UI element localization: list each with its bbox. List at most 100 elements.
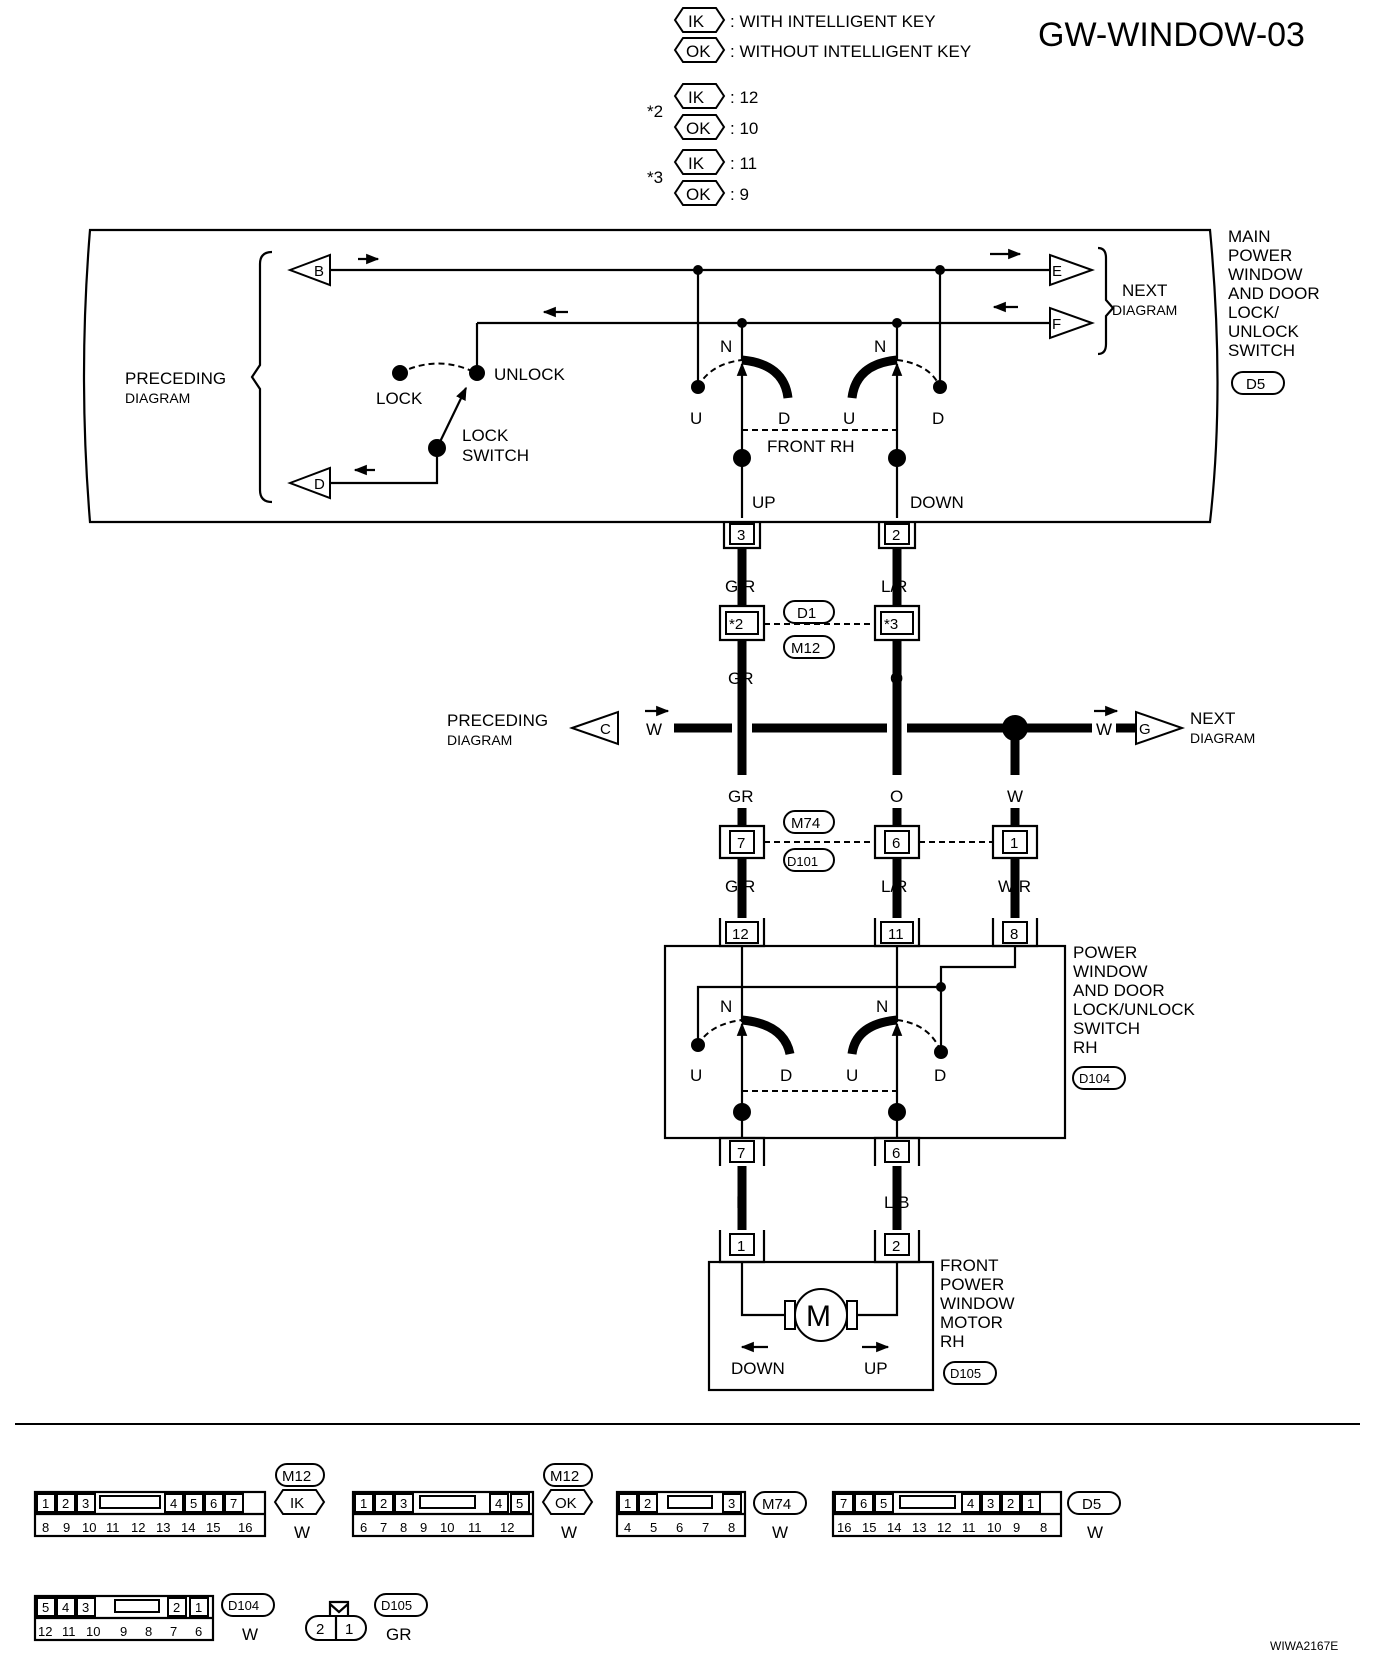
svg-text:D: D (780, 1066, 792, 1085)
svg-text:1: 1 (345, 1621, 353, 1638)
junction-d1-m12: *2 *3 D1 M12 (718, 600, 921, 659)
svg-text:2: 2 (316, 1621, 324, 1638)
svg-text:IK: IK (688, 88, 705, 107)
svg-text:LOCK: LOCK (462, 426, 509, 445)
svg-text:4: 4 (170, 1496, 177, 1511)
svg-text:N: N (874, 337, 886, 356)
svg-text:5: 5 (880, 1496, 887, 1511)
svg-text:OK: OK (686, 42, 711, 61)
main-preceding-label: PRECEDING DIAGRAM (125, 369, 226, 406)
flag-d: D (287, 466, 331, 500)
svg-text:MAIN: MAIN (1228, 227, 1271, 246)
svg-text:W: W (1087, 1523, 1103, 1542)
svg-text:RH: RH (940, 1332, 965, 1351)
svg-text:NEXT: NEXT (1190, 709, 1235, 728)
svg-text:7: 7 (737, 835, 745, 852)
svg-text:W: W (772, 1523, 788, 1542)
svg-text:W: W (294, 1523, 310, 1542)
legend-ik-tag: IK (673, 7, 726, 33)
svg-text:3: 3 (987, 1496, 994, 1511)
svg-text:9: 9 (1013, 1520, 1020, 1535)
svg-text:10: 10 (987, 1520, 1001, 1535)
svg-text:2: 2 (892, 1238, 900, 1255)
motor-pin-2: 2 (873, 1230, 921, 1264)
svg-text:D5: D5 (1246, 376, 1265, 393)
svg-text:N: N (720, 337, 732, 356)
wire-gr-top: G/R (725, 577, 755, 596)
svg-text:3: 3 (400, 1496, 407, 1511)
svg-text:OK: OK (686, 185, 711, 204)
svg-text:DIAGRAM: DIAGRAM (125, 390, 190, 406)
svg-text:AND DOOR: AND DOOR (1073, 981, 1165, 1000)
wire-lb: L/B (884, 1193, 910, 1212)
svg-text:11: 11 (62, 1624, 76, 1639)
main-switch-name: MAIN POWER WINDOW AND DOOR LOCK/ UNLOCK … (1228, 227, 1320, 360)
svg-text:D1: D1 (797, 605, 816, 622)
flag-e: E (1049, 253, 1095, 287)
svg-text:SWITCH: SWITCH (1228, 341, 1295, 360)
svg-text:8: 8 (1040, 1520, 1047, 1535)
svg-text:E: E (1052, 263, 1062, 280)
svg-text:*2: *2 (729, 616, 743, 633)
pin-down-connector: 2 (877, 522, 917, 550)
diagram-title: GW-WINDOW-03 (1038, 16, 1305, 54)
svg-text:2: 2 (892, 527, 900, 544)
flag-c: C (568, 710, 619, 746)
svg-text:1: 1 (737, 1238, 745, 1255)
svg-text:15: 15 (206, 1520, 220, 1535)
svg-text:IK: IK (290, 1495, 304, 1512)
junction-m74-d101: 7 6 1 M74 D101 (718, 810, 1039, 872)
svg-text:D5: D5 (1082, 1496, 1101, 1513)
svg-text:U: U (690, 1066, 702, 1085)
svg-text:10: 10 (86, 1624, 100, 1639)
svg-text:OK: OK (555, 1495, 577, 1512)
connector-faces: 1 2 3 4 5 6 7 8 9 10 11 12 13 14 15 16 M… (33, 1463, 1121, 1644)
svg-text:GR: GR (386, 1625, 412, 1644)
svg-text:WINDOW: WINDOW (1073, 962, 1148, 981)
wire-lr-top: L/R (881, 577, 907, 596)
motor-connector-tag: D105 (943, 1361, 997, 1385)
main-switch-block: MAIN POWER WINDOW AND DOOR LOCK/ UNLOCK … (82, 227, 1320, 524)
svg-text:11: 11 (468, 1520, 482, 1535)
svg-text:M: M (806, 1300, 831, 1333)
rh-switch-outline (663, 944, 1067, 1140)
rh-pin-8: 8 (991, 918, 1039, 948)
svg-text:LOCK/: LOCK/ (1228, 303, 1279, 322)
svg-text:U: U (846, 1066, 858, 1085)
svg-text:2: 2 (1007, 1496, 1014, 1511)
legend-star2-ok: : 10 (730, 119, 758, 138)
svg-text:G: G (1139, 721, 1151, 738)
svg-text:1: 1 (1027, 1496, 1034, 1511)
front-rh-label: FRONT RH (767, 437, 855, 456)
flag-g: G (1135, 710, 1186, 746)
svg-text:POWER: POWER (940, 1275, 1004, 1294)
flag-b: B (287, 253, 331, 287)
svg-text:M12: M12 (282, 1468, 311, 1485)
svg-text:2: 2 (380, 1496, 387, 1511)
svg-text:W: W (561, 1523, 577, 1542)
svg-text:U: U (690, 409, 702, 428)
svg-text:M74: M74 (791, 815, 820, 832)
svg-text:12: 12 (131, 1520, 145, 1535)
svg-text:6: 6 (360, 1520, 367, 1535)
svg-text:POWER: POWER (1228, 246, 1292, 265)
legend: IK : WITH INTELLIGENT KEY OK : WITHOUT I… (647, 7, 971, 206)
svg-text:16: 16 (837, 1520, 851, 1535)
svg-text:6: 6 (860, 1496, 867, 1511)
svg-text:AND DOOR: AND DOOR (1228, 284, 1320, 303)
svg-text:14: 14 (887, 1520, 901, 1535)
svg-text:*3: *3 (884, 616, 898, 633)
svg-text:7: 7 (380, 1520, 387, 1535)
legend-ik-desc: : WITH INTELLIGENT KEY (730, 12, 936, 31)
svg-text:M74: M74 (762, 1496, 791, 1513)
svg-text:4: 4 (495, 1496, 502, 1511)
svg-text:2: 2 (62, 1496, 69, 1511)
rh-switch-name: POWER WINDOW AND DOOR LOCK/UNLOCK SWITCH… (1073, 943, 1196, 1057)
svg-text:13: 13 (156, 1520, 170, 1535)
svg-text:IK: IK (688, 154, 705, 173)
motor-block: 1 2 M DOWN UP FRONT POWER WINDOW MOTOR R… (707, 1230, 1015, 1392)
svg-text:3: 3 (737, 527, 745, 544)
main-switch-outline (82, 228, 1219, 524)
svg-text:12: 12 (937, 1520, 951, 1535)
